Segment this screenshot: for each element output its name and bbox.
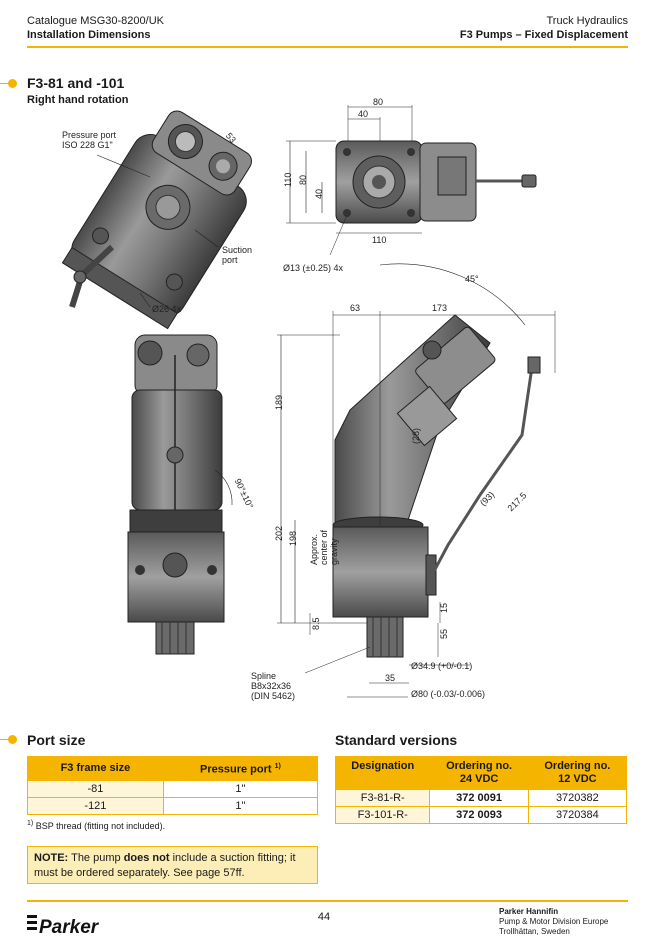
pump-view-flange (335, 140, 537, 224)
shaft-dia-label: Ø34.9 (+0/-0.1) (411, 661, 472, 671)
footnote-text: BSP thread (fitting not included). (35, 821, 166, 831)
dim-202: 202 (274, 526, 284, 541)
parker-logo: Parker (27, 915, 100, 938)
dim-40-top: 40 (358, 109, 368, 119)
pump-view-angled (61, 110, 253, 330)
col-order-24vdc-line2: 24 VDC (459, 773, 499, 785)
dim-173: 173 (432, 303, 447, 313)
col-designation: Designation (334, 756, 431, 790)
pressure-port-cell: 1" (162, 779, 319, 798)
company-division: Pump & Motor Division Europe (499, 917, 609, 926)
dim-189: 189 (274, 395, 284, 410)
dim-90-angle: 90°±10° (233, 477, 256, 511)
dim-8-5: 8.5 (311, 617, 321, 630)
pressure-port-cell: 1" (162, 796, 319, 815)
pressure-port-label: Pressure port (62, 130, 117, 140)
col-pressure-port: Pressure port 1) (162, 756, 319, 781)
designation-cell: F3-81-R- (334, 789, 431, 807)
col-order-12vdc-line1: Ordering no. (544, 760, 611, 772)
table-row: -121 1" (27, 796, 319, 815)
col-order-12vdc-line2: 12 VDC (558, 773, 597, 785)
spline-label-1: Spline (251, 671, 276, 681)
port-size-title: Port size (27, 732, 86, 748)
order-12vdc-cell: 3720382 (527, 789, 628, 807)
category-label: Truck Hydraulics (546, 15, 629, 27)
pressure-port-thread: ISO 228 G1" (62, 140, 113, 150)
company-location: Trollhättan, Sweden (499, 927, 570, 936)
mount-holes-label: Ø13 (±0.25) 4x (283, 263, 343, 273)
col-pressure-port-sup: 1) (274, 763, 281, 770)
spline-label-3: (DIN 5462) (251, 691, 295, 701)
catalogue-number: Catalogue MSG30-8200/UK (27, 15, 164, 27)
pump-view-side (332, 314, 541, 658)
dim-80-top: 80 (373, 97, 383, 107)
order-12vdc-cell: 3720384 (527, 806, 628, 824)
model-rotation: Right hand rotation (27, 94, 129, 106)
pump-view-front (127, 334, 225, 655)
company-info: Parker Hannifin Pump & Motor Division Eu… (499, 907, 608, 937)
header-rule (27, 46, 628, 48)
col-order-24vdc: Ordering no.24 VDC (429, 756, 529, 790)
page-number: 44 (317, 911, 331, 923)
note-text-2: include a suction fitting; it must be or… (34, 852, 296, 879)
table-row: F3-81-R- 372 0091 3720382 (334, 789, 628, 807)
port-size-marker-dot (8, 735, 17, 744)
dim-15: 15 (439, 603, 449, 613)
flange-dia-label: Ø80 (-0.03/-0.006) (411, 689, 485, 699)
header-right: Truck Hydraulics F3 Pumps – Fixed Displa… (460, 14, 628, 42)
order-24vdc-cell: 372 0093 (429, 806, 529, 824)
dim-35: 35 (385, 673, 395, 683)
installation-drawing: Pressure port ISO 228 G1" Suction port Ø… (61, 97, 556, 701)
dim-63: 63 (350, 303, 360, 313)
dim-45-angle: 45° (465, 274, 479, 284)
frame-size-cell: -81 (27, 779, 164, 798)
note-emphasis: does not (123, 852, 170, 864)
dim-217: 217.5 (506, 490, 529, 513)
cog-label-1: Approx. (309, 534, 319, 565)
col-frame-size: F3 frame size (27, 756, 164, 781)
standard-versions-title: Standard versions (335, 732, 458, 748)
dim-55: 55 (439, 629, 449, 639)
cog-label-2: center of (319, 529, 329, 565)
dim-110-bottom: 110 (372, 235, 386, 245)
table-row: -81 1" (27, 779, 319, 798)
dim-198: 198 (288, 531, 298, 546)
designation-cell: F3-101-R- (334, 806, 431, 824)
dim-40-side: 40 (314, 189, 324, 199)
frame-size-cell: -121 (27, 796, 164, 815)
note-label: NOTE: (34, 852, 69, 864)
suction-port-label: Suction (222, 245, 252, 255)
port-size-header-row: F3 frame size Pressure port 1) (27, 756, 319, 781)
cog-label-3: gravity (329, 538, 339, 565)
versions-header-row: Designation Ordering no.24 VDC Ordering … (334, 756, 628, 790)
logo-wordmark: Parker (39, 917, 100, 938)
port-size-marker-line (0, 739, 12, 740)
port-size-footnote: 1) BSP thread (fitting not included). (27, 820, 165, 831)
dim-53: 53 (224, 131, 238, 145)
order-24vdc-cell: 372 0091 (429, 789, 529, 807)
section-title: Installation Dimensions (27, 29, 151, 41)
note-text-1: The pump (71, 852, 121, 864)
table-row: F3-101-R- 372 0093 3720384 (334, 806, 628, 824)
suction-fitting-note: NOTE: The pump does not include a suctio… (27, 846, 318, 884)
spline-label-2: B8x32x36 (251, 681, 291, 691)
suction-port-label-2: port (222, 255, 238, 265)
col-order-12vdc: Ordering no.12 VDC (527, 756, 628, 790)
bore-label: Ø26 4x (152, 304, 182, 314)
header-left: Catalogue MSG30-8200/UK Installation Dim… (27, 14, 164, 42)
standard-versions-table: Designation Ordering no.24 VDC Ordering … (334, 756, 628, 824)
footnote-marker: 1) (27, 820, 34, 827)
section-marker-dot (8, 79, 17, 88)
company-name: Parker Hannifin (499, 907, 559, 916)
section-marker-line (0, 83, 12, 84)
dim-28: (28) (411, 428, 421, 444)
dim-80-side: 80 (298, 175, 308, 185)
col-order-24vdc-line1: Ordering no. (446, 760, 513, 772)
dim-110-side: 110 (283, 173, 293, 187)
footer-rule (27, 900, 628, 902)
port-size-table: F3 frame size Pressure port 1) -81 1" -1… (27, 756, 319, 815)
model-title: F3-81 and -101 (27, 75, 125, 91)
col-pressure-port-label: Pressure port (200, 763, 272, 776)
product-title: F3 Pumps – Fixed Displacement (459, 29, 628, 41)
